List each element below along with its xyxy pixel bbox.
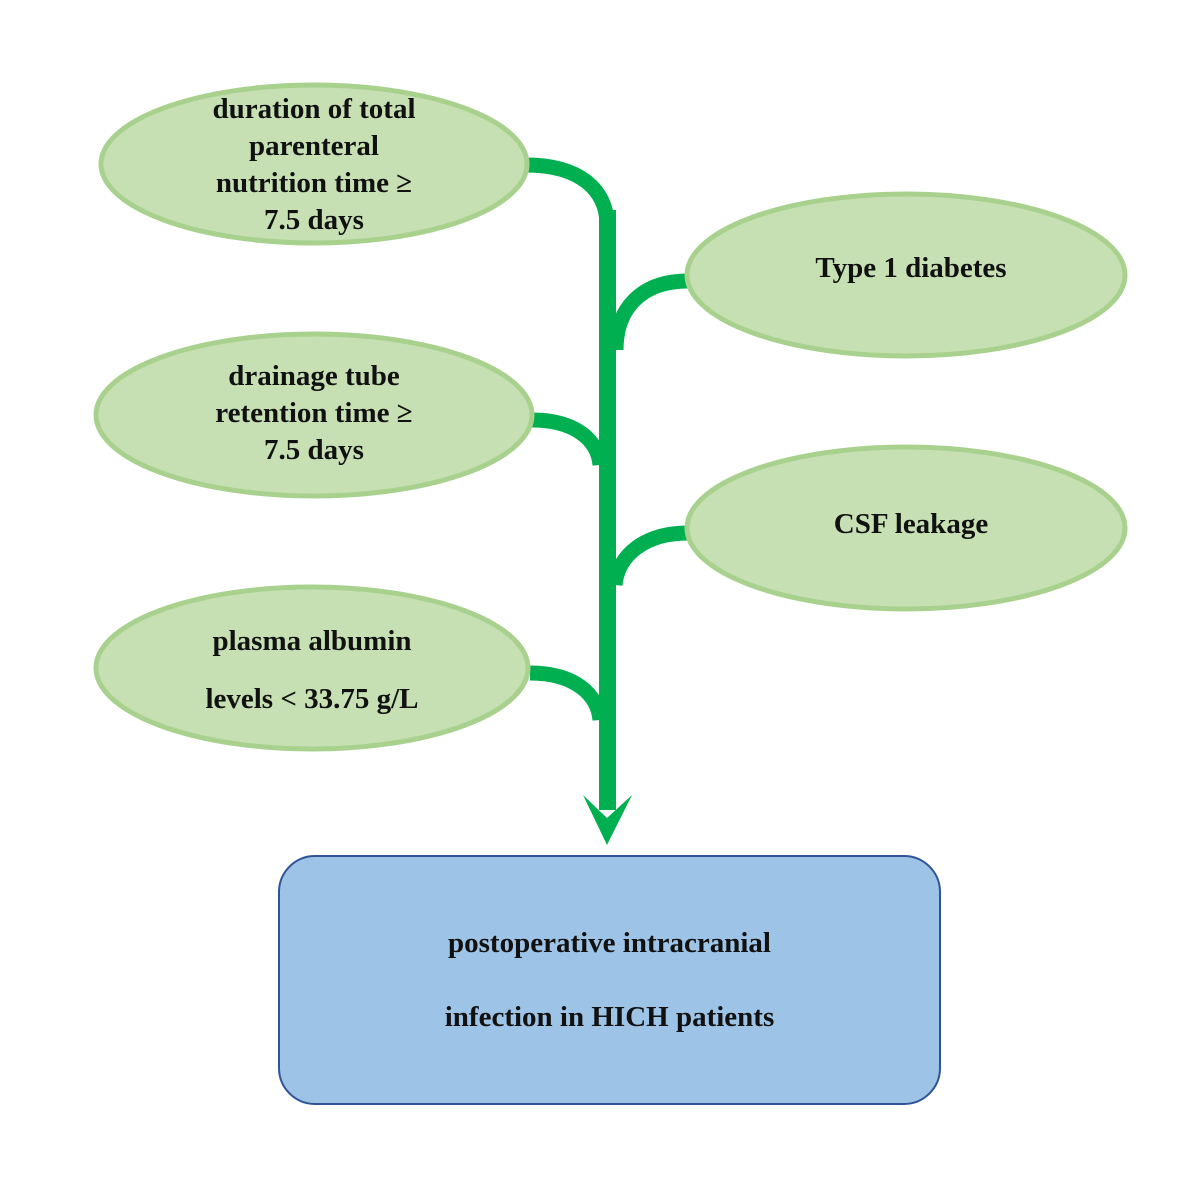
outcome-line-2: infection in HICH patients [444, 1001, 775, 1033]
factor-drainage-line-3: 7.5 days [264, 434, 364, 466]
branch-connector-drainage [531, 412, 608, 467]
ellipse-diabetes [684, 191, 1128, 359]
factor-drainage-line-1: drainage tube [228, 360, 400, 392]
factor-csf: CSF leakage [706, 486, 1116, 562]
branch-connector-csf [607, 525, 689, 587]
factor-drainage: drainage tube retention time ≥ 7.5 days [114, 356, 514, 471]
factor-drainage-line-2: retention time ≥ [215, 397, 413, 429]
arrow-head [583, 795, 632, 845]
branch-connector-albumin [529, 665, 608, 722]
outcome-box-shape [278, 855, 941, 1105]
outcome-box: postoperative intracranial infection in … [279, 856, 940, 1104]
factor-tpn-line-4: 7.5 days [264, 204, 364, 236]
factor-albumin-line-1: plasma albumin [212, 624, 412, 657]
branch-connector-tpn [525, 157, 615, 226]
branch-connector-diabetes [608, 273, 689, 351]
factor-tpn: duration of total parenteral nutrition t… [114, 90, 514, 240]
factor-albumin: plasma albumin levels < 33.75 g/L [112, 612, 512, 727]
factor-csf-line-1: CSF leakage [833, 507, 989, 540]
ellipse-drainage [93, 331, 535, 499]
ellipse-tpn [98, 82, 530, 246]
ellipse-csf [684, 444, 1128, 612]
ellipse-albumin [93, 584, 531, 752]
factor-tpn-line-3: nutrition time ≥ [215, 167, 413, 199]
outcome-line-1: postoperative intracranial [448, 927, 771, 959]
factor-tpn-line-2: parenteral [249, 130, 379, 162]
factor-diabetes-line-1: Type 1 diabetes [815, 251, 1007, 284]
factor-diabetes: Type 1 diabetes [706, 230, 1116, 306]
main-trunk [599, 210, 616, 810]
factor-albumin-line-2: levels < 33.75 g/L [205, 682, 419, 715]
factor-tpn-line-1: duration of total [212, 93, 416, 125]
